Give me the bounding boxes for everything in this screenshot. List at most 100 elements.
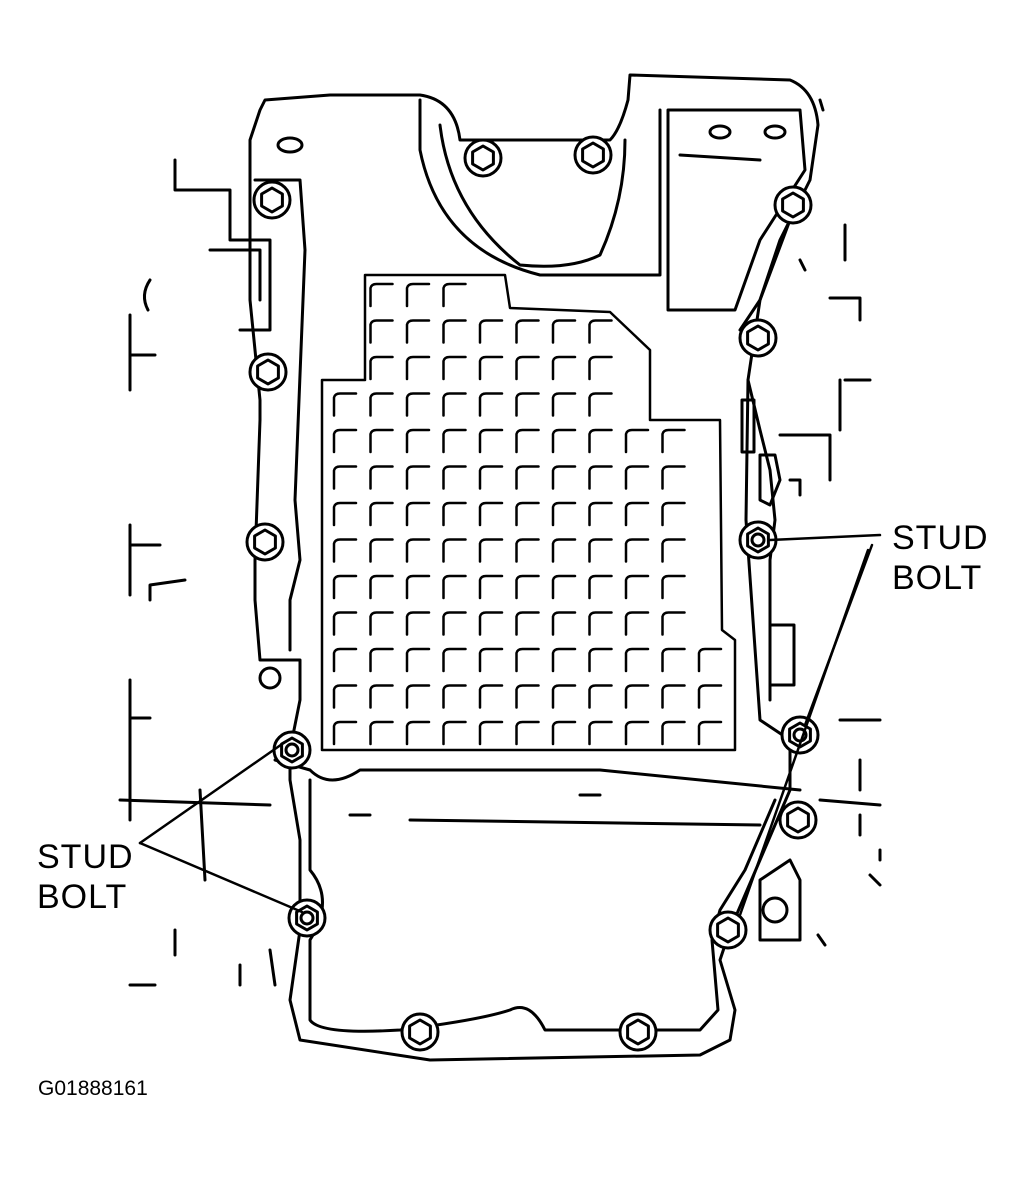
screen-cell [661, 611, 686, 636]
right-callout-line-1: STUD [892, 519, 989, 557]
screen-cell [515, 611, 540, 636]
screen-cell [332, 392, 358, 417]
strainer-outline [320, 273, 737, 752]
screen-cell [442, 538, 467, 563]
screen-cell [478, 465, 504, 490]
screen-cell [588, 465, 613, 490]
screen-cell [442, 282, 467, 308]
bolt-icon [573, 135, 613, 175]
screen-cell [588, 684, 613, 709]
screen-cell [478, 647, 504, 673]
right-stud-callout: STUD BOLT [892, 518, 989, 598]
bolt-icon [245, 522, 285, 562]
screen-cell [515, 465, 540, 490]
screen-cell [442, 392, 467, 417]
lower-pan-outline [308, 778, 777, 1033]
screen-cell [332, 465, 358, 490]
screen-cell [551, 392, 577, 417]
screen-cell [661, 428, 686, 454]
screen-cell [551, 684, 577, 709]
screen-cell [478, 611, 504, 636]
screen-cell [588, 720, 613, 746]
screen-cell [697, 684, 723, 709]
screen-cell [478, 428, 504, 454]
screen-cell [369, 647, 394, 673]
screen-cell [624, 465, 650, 490]
screen-cell [515, 574, 540, 600]
right-callout-line-2: BOLT [892, 559, 983, 597]
screen-cell [442, 428, 467, 454]
screen-cell [697, 647, 723, 673]
bolt-icon [778, 800, 818, 840]
screen-cell [405, 392, 431, 417]
screen-cell [624, 428, 650, 454]
strainer-screen-grid [332, 282, 723, 746]
screen-cell [442, 611, 467, 636]
screen-cell [369, 282, 394, 308]
bolt-icon [400, 1012, 440, 1052]
screen-cell [332, 574, 358, 600]
screen-cell [661, 647, 686, 673]
screen-cell [369, 465, 394, 490]
screen-cell [661, 501, 686, 527]
screen-cell [515, 684, 540, 709]
screen-cell [478, 538, 504, 563]
screen-cell [442, 465, 467, 490]
screen-cell [515, 428, 540, 454]
bolt-icon [248, 352, 288, 392]
screen-cell [332, 611, 358, 636]
screen-cell [405, 684, 431, 709]
screen-cell [661, 720, 686, 746]
upper-pan-outline [248, 73, 820, 1062]
screen-cell [588, 392, 613, 417]
screen-cell [515, 720, 540, 746]
screen-cell [588, 428, 613, 454]
screen-cell [551, 574, 577, 600]
bolt-icon [618, 1012, 658, 1052]
screen-cell [405, 465, 431, 490]
screen-cell [405, 574, 431, 600]
screen-cell [405, 720, 431, 746]
screen-cell [551, 355, 577, 381]
top-bracket [438, 123, 627, 268]
screen-cell [588, 538, 613, 563]
screen-cell [551, 720, 577, 746]
screen-cell [442, 355, 467, 381]
screen-cell [697, 720, 723, 746]
top-bracket-ridge [418, 98, 662, 277]
screen-cell [624, 684, 650, 709]
left-callout-leaders [138, 740, 304, 914]
screen-cell [405, 647, 431, 673]
bolt-icon [738, 318, 778, 358]
screen-cell [515, 319, 540, 344]
bolt-icon [463, 138, 503, 178]
screen-cell [332, 684, 358, 709]
screen-cell [588, 574, 613, 600]
screen-cell [624, 574, 650, 600]
right-callout-leaders [738, 533, 882, 917]
screen-cell [442, 319, 467, 344]
screen-cell [661, 538, 686, 563]
screen-cell [478, 355, 504, 381]
left-callout-line-1: STUD [37, 838, 134, 876]
screen-cell [551, 319, 577, 344]
screen-cell [442, 647, 467, 673]
screen-cell [332, 428, 358, 454]
right-bracket [666, 108, 807, 312]
screen-cell [369, 501, 394, 527]
bolt-icon [252, 180, 292, 220]
screen-cell [405, 355, 431, 381]
bolt-icon [773, 185, 813, 225]
screen-cell [588, 647, 613, 673]
screen-cell [588, 355, 613, 381]
screen-cell [515, 392, 540, 417]
screen-cell [661, 574, 686, 600]
screen-cell [405, 538, 431, 563]
screen-cell [588, 611, 613, 636]
screen-cell [332, 720, 358, 746]
screen-cell [478, 501, 504, 527]
screen-cell [369, 574, 394, 600]
screen-cell [405, 428, 431, 454]
screen-cell [478, 720, 504, 746]
